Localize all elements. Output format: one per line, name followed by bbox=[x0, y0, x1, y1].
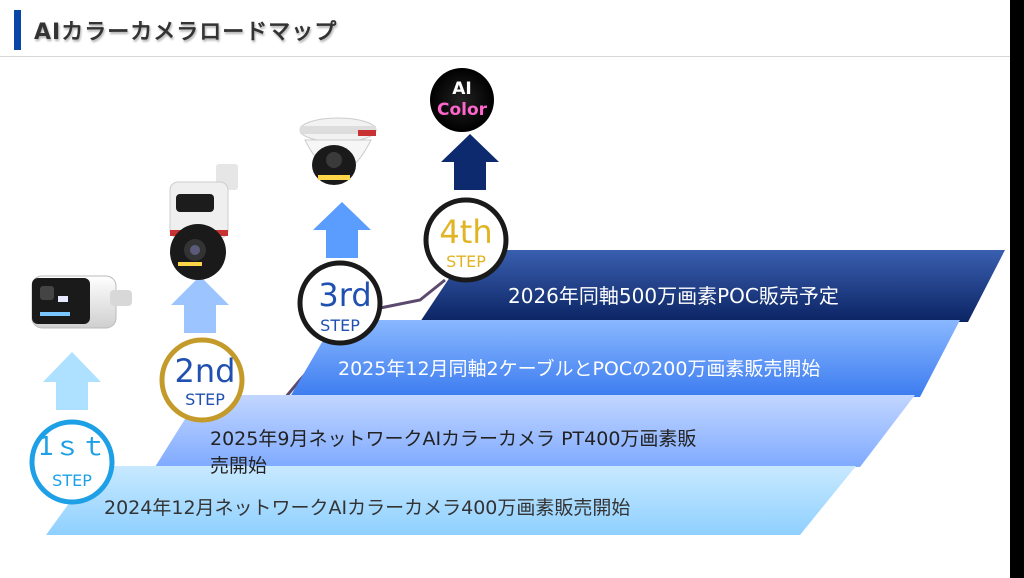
arrow-up-icon-1 bbox=[43, 352, 101, 410]
band-2 bbox=[155, 395, 915, 467]
arrow-up-icon-4 bbox=[441, 134, 499, 190]
ptz-camera-icon bbox=[169, 164, 238, 280]
step-label-2: STEP bbox=[185, 390, 225, 409]
page-title: AIカラーカメラロードマップ bbox=[34, 20, 338, 45]
step-number-4: 4th bbox=[439, 213, 492, 251]
band-4 bbox=[420, 250, 1005, 322]
band-3-text: 2025年12月同軸2ケーブルとPOCの200万画素販売開始 bbox=[338, 358, 821, 380]
step-label-1: STEP bbox=[52, 471, 92, 490]
dome-camera-icon bbox=[299, 117, 377, 185]
band-1 bbox=[46, 466, 856, 535]
step-label-4: STEP bbox=[446, 252, 486, 271]
badge-line1: AI bbox=[452, 79, 471, 99]
step-label-3: STEP bbox=[320, 316, 360, 335]
band-2-text-line2: 売開始 bbox=[210, 455, 268, 477]
step-number-1: 1ｓｔ bbox=[38, 432, 107, 462]
ai-color-badge-icon: AI Color bbox=[430, 68, 494, 132]
arrow-up-icon-3 bbox=[313, 202, 371, 258]
step-circle-4 bbox=[423, 197, 509, 283]
step-circle-3 bbox=[297, 260, 383, 346]
band-4-text: 2026年同軸500万画素POC販売予定 bbox=[508, 284, 839, 308]
title-divider bbox=[0, 56, 1010, 57]
step-circle-1 bbox=[29, 419, 115, 505]
bullet-camera-icon bbox=[31, 275, 132, 329]
step-circle-2 bbox=[159, 337, 245, 423]
step-number-3: 3rd bbox=[318, 276, 371, 314]
title-accent-bar bbox=[14, 10, 21, 50]
band-1-text: 2024年12月ネットワークAIカラーカメラ400万画素販売開始 bbox=[104, 497, 631, 519]
badge-line2: Color bbox=[437, 100, 488, 120]
step-number-2: 2nd bbox=[175, 352, 236, 390]
band-2-text-line1: 2025年9月ネットワークAIカラーカメラ PT400万画素販 bbox=[210, 428, 697, 450]
band-3 bbox=[290, 320, 960, 397]
arrow-up-icon-2 bbox=[171, 276, 229, 333]
